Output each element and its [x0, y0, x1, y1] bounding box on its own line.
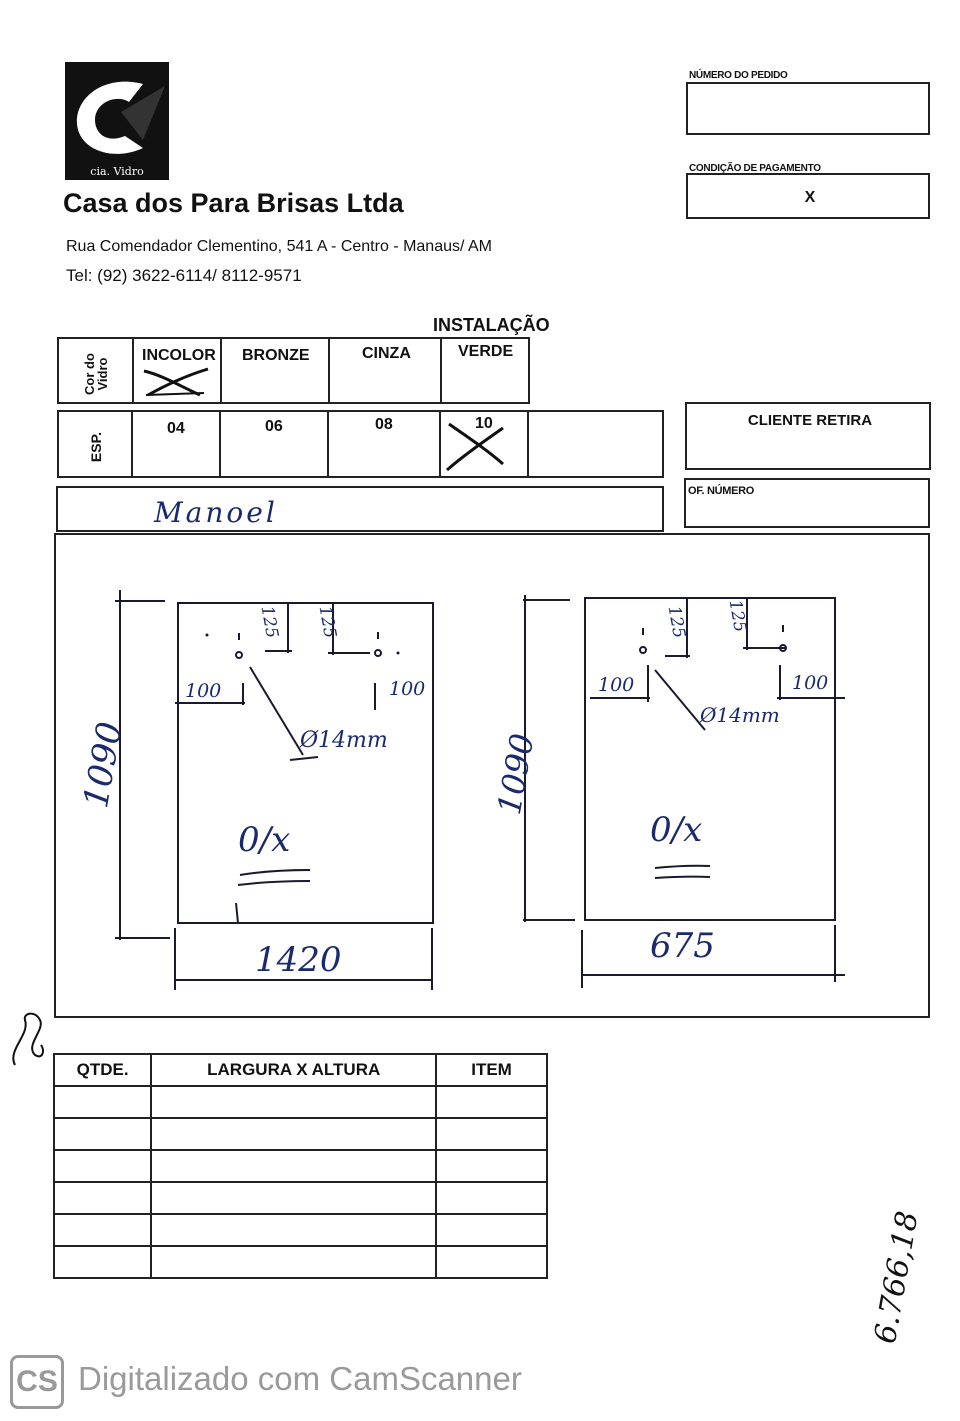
- handwritten-name: Manoel: [154, 496, 278, 529]
- left-hole-offset-left: 100: [185, 680, 222, 702]
- payment-condition-field[interactable]: X: [686, 173, 930, 219]
- camscanner-logo: CS: [10, 1355, 64, 1409]
- left-qty-note: 0/x: [238, 820, 291, 860]
- left-glass-drawing: [115, 590, 434, 990]
- items-table-header: QTDE. LARGURA X ALTURA ITEM: [52, 1053, 548, 1087]
- thickness-label-cell: ESP.: [59, 412, 133, 476]
- customer-name-field[interactable]: Manoel: [56, 486, 664, 532]
- company-name: Casa dos Para Brisas Ltda: [63, 188, 404, 218]
- color-option-verde-label: VERDE: [458, 343, 514, 360]
- thickness-row: ESP. 04 06 08 10: [57, 410, 664, 478]
- thickness-option-04[interactable]: 04: [133, 412, 221, 476]
- payment-condition-value: X: [804, 189, 816, 206]
- camscanner-watermark-text: Digitalizado com CamScanner: [78, 1360, 522, 1397]
- order-number-label: NÚMERO DO PEDIDO: [689, 70, 788, 81]
- right-width-dimension: 675: [650, 926, 715, 966]
- right-glass-drawing: [523, 595, 845, 988]
- right-qty-note: 0/x: [650, 810, 703, 850]
- color-option-verde[interactable]: VERDE: [442, 339, 528, 402]
- items-table: QTDE. LARGURA X ALTURA ITEM: [52, 1053, 548, 1279]
- company-logo: cia. Vidro: [65, 62, 169, 180]
- header-qty: QTDE.: [52, 1053, 153, 1087]
- thickness-option-08[interactable]: 08: [329, 412, 441, 476]
- thickness-label: ESP.: [88, 431, 104, 463]
- table-row[interactable]: [52, 1181, 548, 1215]
- right-hole-offset-left: 100: [598, 674, 635, 696]
- table-row[interactable]: [52, 1213, 548, 1247]
- client-pickup-box[interactable]: CLIENTE RETIRA: [685, 402, 931, 470]
- logo-caption: cia. Vidro: [90, 165, 144, 178]
- right-hole-diameter: Ø14mm: [700, 703, 780, 727]
- client-pickup-label: CLIENTE RETIRA: [747, 412, 873, 429]
- scanner-footer: [0, 1345, 960, 1421]
- company-address: Rua Comendador Clementino, 541 A - Centr…: [66, 238, 492, 255]
- left-hole-diameter: Ø14mm: [300, 728, 388, 753]
- payment-condition-label: CONDIÇÃO DE PAGAMENTO: [689, 163, 821, 174]
- thickness-option-08-label: 08: [375, 416, 393, 433]
- installation-label: INSTALAÇÃO: [433, 315, 550, 335]
- thickness-option-10-label: 10: [475, 415, 493, 432]
- selected-cross-mark: [143, 367, 209, 397]
- color-option-incolor-label: INCOLOR: [142, 347, 216, 364]
- right-hole-offset-right: 100: [792, 672, 829, 694]
- color-option-bronze-label: BRONZE: [242, 347, 310, 364]
- signature-mark: [12, 1012, 44, 1066]
- table-row[interactable]: [52, 1245, 548, 1279]
- header-dimensions: LARGURA X ALTURA: [150, 1053, 438, 1087]
- table-row[interactable]: [52, 1117, 548, 1151]
- company-phone: Tel: (92) 3622-6114/ 8112-9571: [66, 266, 302, 285]
- selected-cross-mark: [446, 422, 504, 472]
- table-row[interactable]: [52, 1149, 548, 1183]
- glass-color-label-cell: Cor do Vidro: [59, 339, 134, 402]
- drawing-area: [54, 533, 930, 1018]
- of-number-box[interactable]: OF. NÚMERO: [684, 478, 930, 528]
- color-option-cinza[interactable]: CINZA: [330, 339, 442, 402]
- left-width-dimension: 1420: [255, 940, 342, 980]
- thickness-extra-cell: [529, 412, 662, 476]
- thickness-option-04-label: 04: [167, 420, 185, 437]
- order-number-field[interactable]: [686, 82, 930, 135]
- color-option-bronze[interactable]: BRONZE: [222, 339, 330, 402]
- glass-color-label: Cor do Vidro: [82, 353, 110, 395]
- color-option-cinza-label: CINZA: [362, 345, 411, 362]
- color-option-incolor[interactable]: INCOLOR: [134, 339, 222, 402]
- side-handwritten-note: 6.766,18: [867, 1208, 926, 1347]
- thickness-option-10[interactable]: 10: [441, 412, 529, 476]
- thickness-option-06-label: 06: [265, 418, 283, 435]
- table-row[interactable]: [52, 1085, 548, 1119]
- of-number-label: OF. NÚMERO: [688, 485, 755, 497]
- glass-color-row: Cor do Vidro INCOLOR BRONZE CINZA VERDE: [57, 337, 530, 404]
- thickness-option-06[interactable]: 06: [221, 412, 329, 476]
- left-hole-offset-right: 100: [389, 678, 426, 700]
- header-item: ITEM: [435, 1053, 548, 1087]
